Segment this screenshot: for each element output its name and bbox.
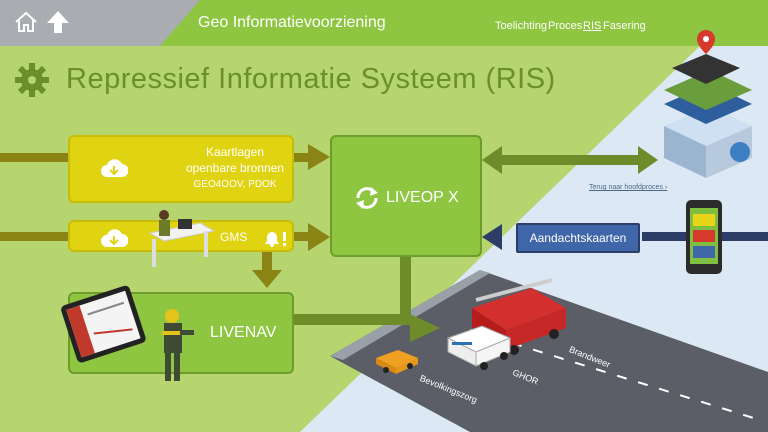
nav-fasering[interactable]: Fasering xyxy=(603,20,646,32)
gear-icon xyxy=(15,63,49,97)
nav-toelichting[interactable]: Toelichting xyxy=(495,20,547,32)
livenav-label: LIVENAV xyxy=(210,324,277,341)
alarm-bell-icon xyxy=(265,232,286,247)
up-arrow-icon[interactable] xyxy=(44,8,72,36)
kaartlagen-line2: openbare bronnen xyxy=(185,161,285,175)
ambulance-illustration xyxy=(446,325,512,370)
operator-desk-illustration xyxy=(148,210,216,267)
nav-proces[interactable]: Proces xyxy=(548,20,583,32)
aandachtskaarten-box[interactable]: Aandachtskaarten xyxy=(516,223,640,253)
nav-ris[interactable]: RIS xyxy=(583,20,602,32)
page-title: Repressief Informatie Systeem (RIS) xyxy=(66,63,556,95)
aandachtskaarten-label: Aandachtskaarten xyxy=(529,231,627,245)
home-icon[interactable] xyxy=(12,8,40,36)
top-bar xyxy=(0,0,768,46)
gms-label: GMS xyxy=(220,230,248,244)
sync-icon xyxy=(356,187,378,209)
liveop-label: LIVEOP X xyxy=(386,189,459,206)
liveop-box[interactable]: LIVEOP X xyxy=(330,135,482,257)
cloud-download-icon xyxy=(101,159,128,177)
road xyxy=(330,270,768,432)
car-illustration xyxy=(376,350,418,374)
map-layers-illustration xyxy=(664,30,752,178)
firefighter-illustration xyxy=(162,309,194,381)
kaartlagen-box[interactable]: Kaartlagen openbare bronnen GEO4OOV, PDO… xyxy=(68,135,294,203)
tablet-illustration xyxy=(61,285,146,363)
back-to-main-process-link[interactable]: Terug naar hoofdproces › xyxy=(589,184,668,191)
kaartlagen-line3: GEO4OOV, PDOK xyxy=(193,179,277,190)
phone-illustration xyxy=(686,200,722,274)
cloud-download-icon xyxy=(101,229,128,247)
kaartlagen-line1: Kaartlagen xyxy=(205,145,265,159)
app-title: Geo Informatievoorziening xyxy=(198,14,386,31)
